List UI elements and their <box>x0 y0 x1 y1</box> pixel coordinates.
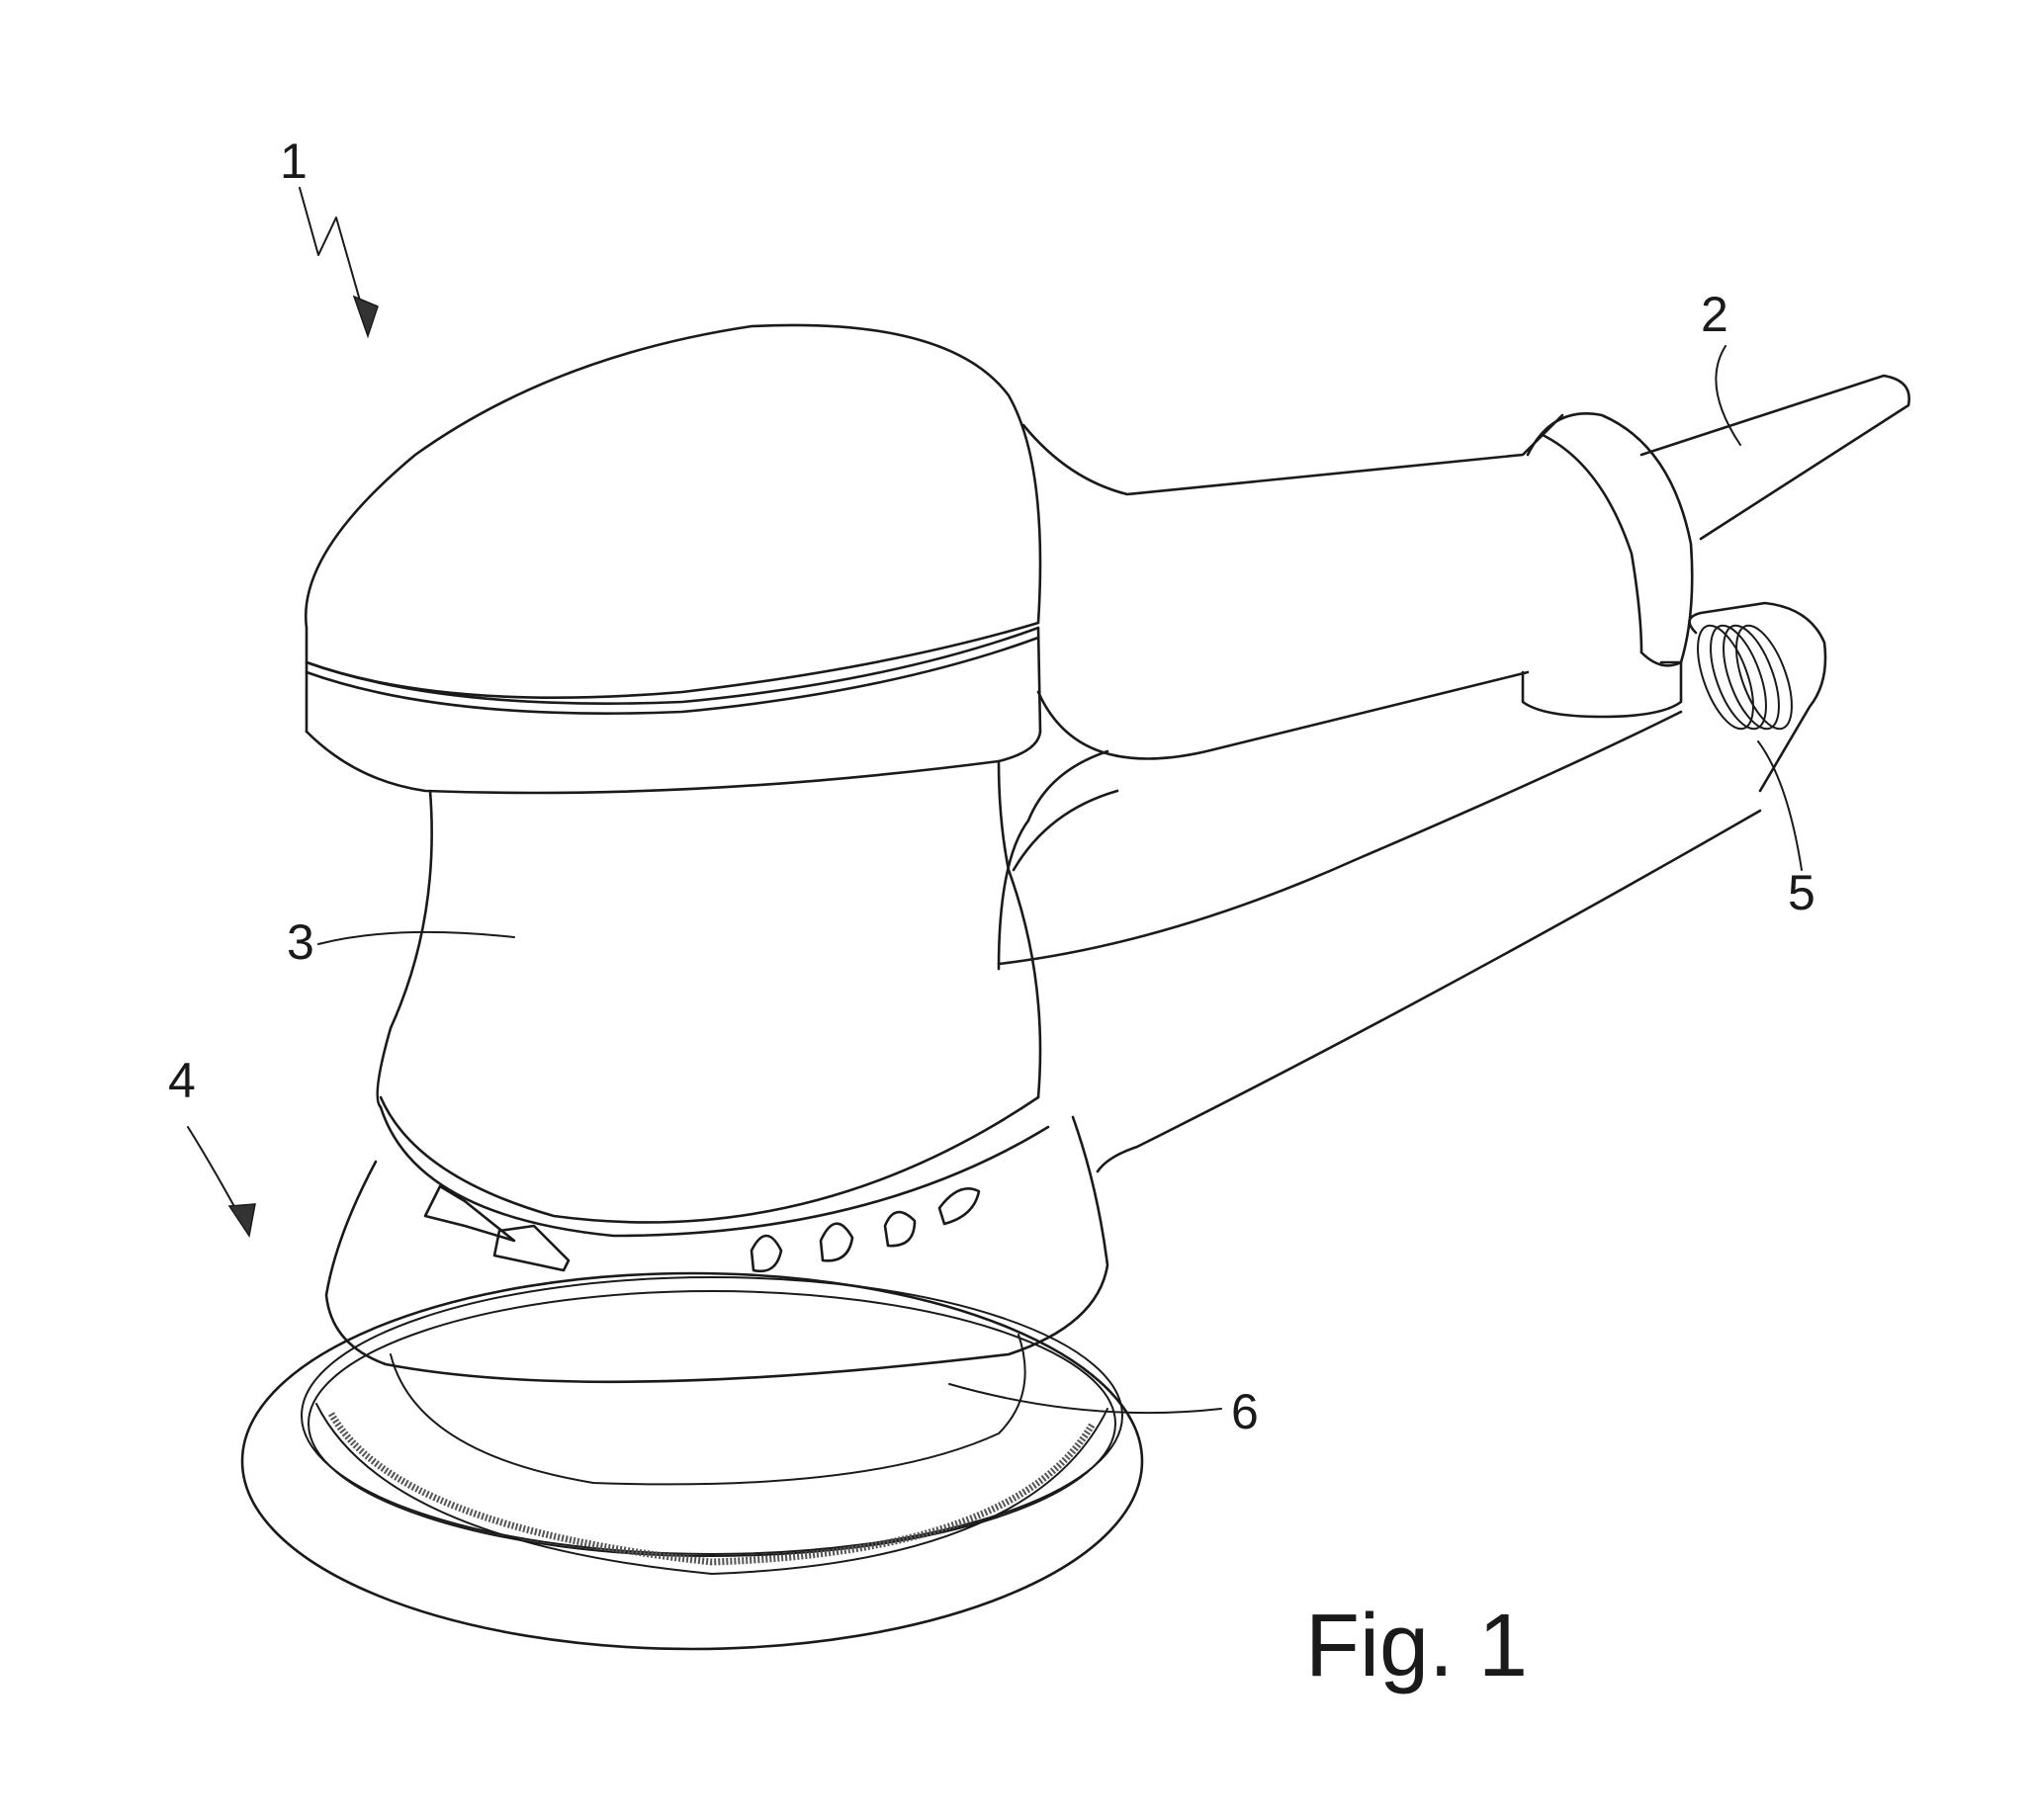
cap-top-surface <box>306 325 1040 698</box>
ref-label-4: 4 <box>168 1053 196 1108</box>
leader-6 <box>949 1384 1221 1413</box>
arm-mid-line <box>999 712 1681 964</box>
top-cap <box>306 325 1040 793</box>
leader-3 <box>318 932 514 944</box>
cap-rim-bottom <box>307 732 1040 793</box>
ref-label-1: 1 <box>280 133 308 189</box>
ref-label-2: 2 <box>1701 287 1728 342</box>
arrow-4 <box>229 1204 255 1236</box>
body-bottom-band <box>381 1097 1038 1222</box>
leader-5 <box>1758 741 1802 870</box>
figure-label: Fig. 1 <box>1305 1597 1528 1695</box>
handle-collar <box>1523 413 1692 717</box>
body-left-contour <box>378 791 432 1107</box>
hose-connector <box>1687 603 1825 791</box>
cable-nozzle <box>1641 376 1909 539</box>
nozzle-upper <box>1641 376 1909 539</box>
vent-slot-3 <box>752 1236 781 1271</box>
pad-inner-edge <box>316 1404 1107 1574</box>
body-right-contour <box>999 761 1040 1097</box>
arrow-1 <box>354 297 378 336</box>
ref-label-3: 3 <box>287 914 314 970</box>
handle-top <box>1023 415 1562 494</box>
collar-outer <box>1528 413 1692 662</box>
lower-housing <box>326 1107 1107 1484</box>
collar-inner <box>1543 435 1641 652</box>
pad-ring-1 <box>302 1277 1122 1554</box>
skirt-outline <box>326 1117 1107 1382</box>
vent-slot-6 <box>939 1188 979 1224</box>
arm-inner-curve <box>1014 791 1117 870</box>
collar-block <box>1523 662 1681 717</box>
ref-label-5: 5 <box>1788 865 1815 920</box>
pad-hatched-edge <box>331 1414 1093 1562</box>
motor-housing <box>378 761 1040 1222</box>
arm-upper-edge <box>999 751 1107 969</box>
handle <box>999 415 1760 1171</box>
cap-rim-side-right <box>1038 628 1040 732</box>
ref-label-6: 6 <box>1231 1384 1259 1439</box>
pad-outer-ellipse <box>242 1273 1142 1649</box>
vent-slot-4 <box>821 1224 852 1261</box>
sanding-pad <box>242 1273 1142 1649</box>
leader-1 <box>300 188 364 314</box>
collar-front-face <box>1641 652 1681 665</box>
arm-lower-edge <box>1098 811 1760 1171</box>
inner-disc <box>391 1335 1025 1484</box>
handle-bottom <box>1038 672 1528 759</box>
skirt-top <box>381 1107 1048 1236</box>
vent-slot-5 <box>885 1212 915 1246</box>
